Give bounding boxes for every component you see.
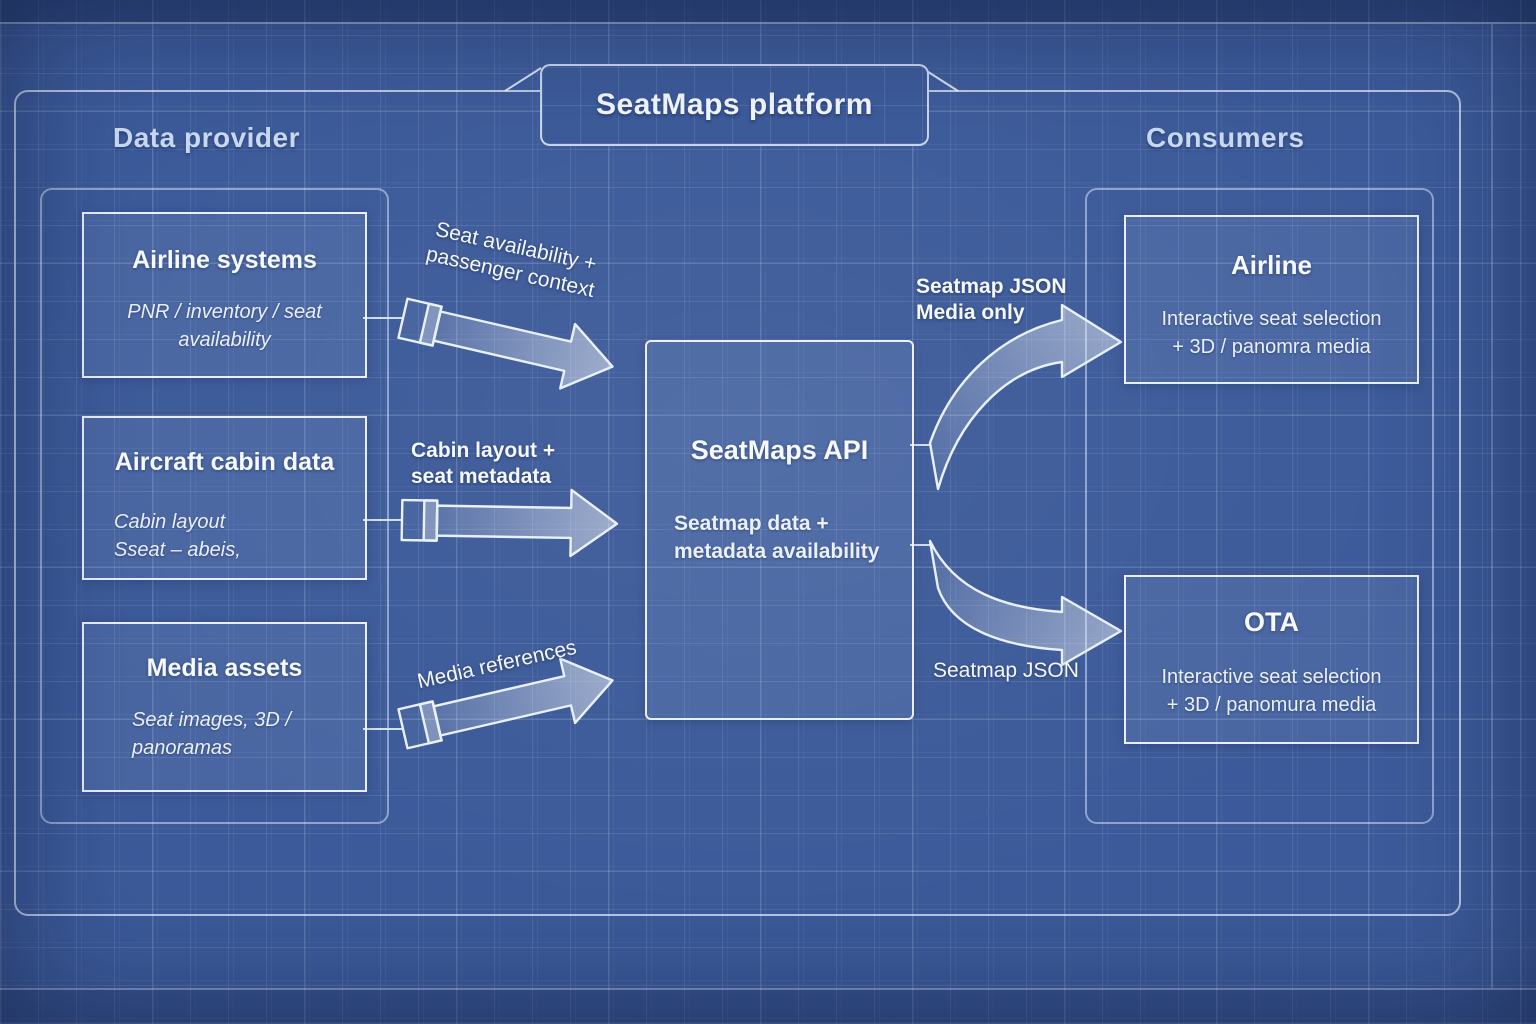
node-body: Seat images, 3D / panoramas (132, 709, 291, 759)
bottom-rule-line (0, 988, 1536, 990)
node-title: SeatMaps API (690, 435, 869, 465)
right-rule-line (1491, 24, 1493, 988)
node-body: PNR / inventory / seat availability (127, 301, 322, 351)
node-title: Airline (1231, 250, 1312, 280)
media-assets-node: Media assets Seat images, 3D / panoramas (82, 622, 367, 792)
consumers-header: Consumers (1146, 122, 1305, 153)
seatmaps-api-node: SeatMaps API Seatmap data + metadata ava… (645, 340, 914, 720)
arrow-label-seatmap-json-media: Seatmap JSON Media only (916, 275, 1067, 324)
consumers-group (1085, 188, 1434, 824)
node-title: OTA (1244, 607, 1299, 637)
node-title: Media assets (146, 654, 303, 682)
data-provider-header: Data provider (113, 122, 300, 153)
page-title: SeatMaps platform (596, 88, 873, 121)
aircraft-cabin-node: Aircraft cabin data Cabin layout Sseat –… (82, 416, 367, 580)
data-provider-group (40, 188, 389, 824)
arrow-seatmap-json (928, 539, 1123, 667)
node-body: Interactive seat selection + 3D / panomr… (1161, 308, 1382, 358)
top-border-strip (0, 0, 1536, 24)
node-title: Aircraft cabin data (114, 448, 335, 476)
airline-consumer-node: Airline Interactive seat selection + 3D … (1124, 215, 1419, 384)
node-body: Cabin layout Sseat – abeis, (114, 511, 241, 561)
arrow-label-cabin-layout: Cabin layout + seat metadata (411, 439, 556, 488)
arrow-cabin-layout (400, 485, 619, 558)
airline-systems-node: Airline systems PNR / inventory / seat a… (82, 212, 367, 378)
title-tab: SeatMaps platform (540, 64, 929, 146)
node-body: Interactive seat selection + 3D / panomu… (1161, 666, 1382, 716)
ota-consumer-node: OTA Interactive seat selection + 3D / pa… (1124, 575, 1419, 744)
arrow-seatmap-json-media (928, 303, 1123, 491)
node-title: Airline systems (132, 246, 317, 274)
arrow-label-seatmap-json: Seatmap JSON (933, 659, 1079, 682)
tab-join-left (504, 67, 542, 92)
bottom-shade (0, 990, 1536, 1024)
node-body: Seatmap data + metadata availability (674, 512, 880, 563)
